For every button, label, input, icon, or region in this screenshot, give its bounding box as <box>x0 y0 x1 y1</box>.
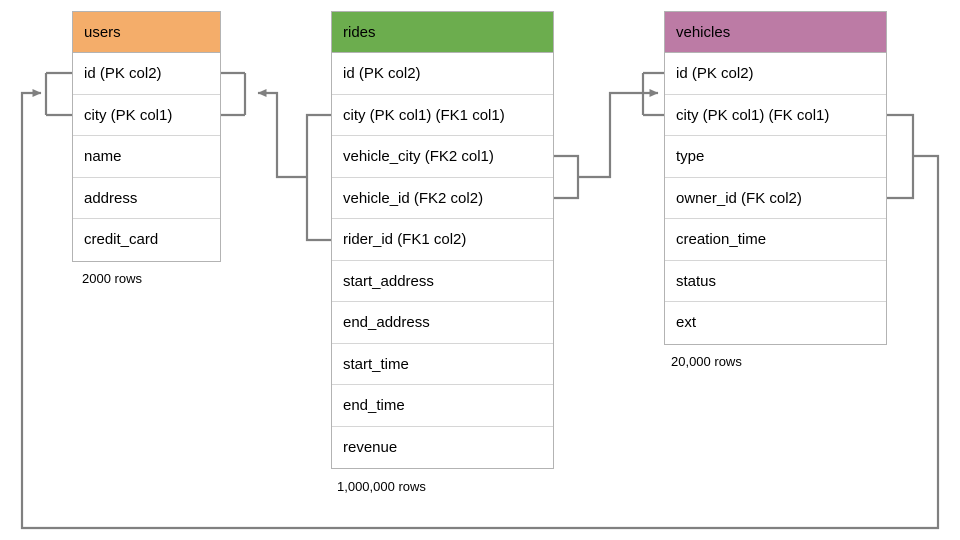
field-users-name[interactable]: name <box>73 136 220 178</box>
field-rides-rider-id[interactable]: rider_id (FK1 col2) <box>332 219 553 261</box>
field-vehicles-id[interactable]: id (PK col2) <box>665 53 886 95</box>
edge-rides-fk1-to-users <box>221 71 331 242</box>
entity-vehicles-title: vehicles <box>665 12 886 53</box>
edge-rides-fk2-to-vehicles <box>554 71 664 200</box>
field-vehicles-owner-id[interactable]: owner_id (FK col2) <box>665 178 886 219</box>
field-rides-end-time[interactable]: end_time <box>332 385 553 427</box>
field-users-id[interactable]: id (PK col2) <box>73 53 220 95</box>
field-rides-end-address[interactable]: end_address <box>332 302 553 344</box>
field-users-credit-card[interactable]: credit_card <box>84 231 159 248</box>
entity-rides[interactable]: rides id (PK col2) city (PK col1) (FK1 c… <box>331 11 554 469</box>
entity-users[interactable]: users id (PK col2) city (PK col1) name a… <box>72 11 221 262</box>
row-count-vehicles: 20,000 rows <box>671 354 742 369</box>
field-rides-start-time[interactable]: start_time <box>332 344 553 385</box>
field-rides-id[interactable]: id (PK col2) <box>332 53 553 95</box>
field-users-city[interactable]: city (PK col1) <box>73 95 220 136</box>
field-users-address[interactable]: address <box>73 178 220 219</box>
field-rides-vehicle-id[interactable]: vehicle_id (FK2 col2) <box>332 178 553 219</box>
field-rides-start-address[interactable]: start_address <box>332 261 553 302</box>
entity-vehicles[interactable]: vehicles id (PK col2) city (PK col1) (FK… <box>664 11 887 345</box>
field-vehicles-city[interactable]: city (PK col1) (FK col1) <box>665 95 886 136</box>
field-vehicles-ext[interactable]: ext <box>676 314 697 331</box>
field-rides-city[interactable]: city (PK col1) (FK1 col1) <box>332 95 553 136</box>
field-rides-vehicle-city[interactable]: vehicle_city (FK2 col1) <box>332 136 553 178</box>
field-rides-revenue[interactable]: revenue <box>343 438 398 456</box>
row-count-rides: 1,000,000 rows <box>337 479 426 494</box>
entity-rides-title: rides <box>332 12 553 53</box>
row-count-users: 2000 rows <box>82 271 142 286</box>
field-vehicles-creation-time[interactable]: creation_time <box>665 219 886 261</box>
entity-users-title: users <box>73 12 220 53</box>
field-vehicles-status[interactable]: status <box>665 261 886 302</box>
field-vehicles-type[interactable]: type <box>665 136 886 178</box>
